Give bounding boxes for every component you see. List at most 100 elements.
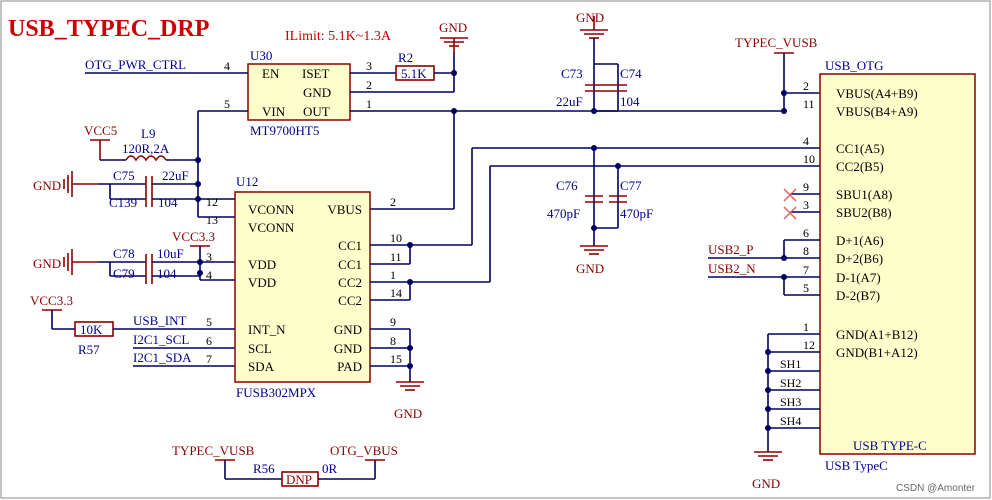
net-i2c1-sda: I2C1_SDA: [133, 350, 192, 365]
svg-text:GND: GND: [439, 20, 467, 35]
svg-text:GND: GND: [576, 10, 604, 25]
c75-ref: C75: [113, 168, 135, 183]
no-connect-sbu: [783, 188, 797, 220]
u12-pin-number: 15: [390, 352, 402, 366]
usb-otg-ref: USB_OTG: [825, 58, 884, 73]
svg-text:GND: GND: [33, 178, 61, 193]
u12-pin-number: 1: [390, 268, 396, 282]
u12-pin-label: VCONN: [248, 202, 295, 217]
usb-shield-pin: SH4: [780, 414, 801, 428]
sheet-title: USB_TYPEC_DRP: [8, 16, 209, 42]
usb-pin-number: 4: [803, 134, 809, 148]
u12-pin-number: 6: [206, 334, 212, 348]
usb-shield-pin: SH3: [780, 395, 801, 409]
u12-typec-controller: U12 FUSB302MPX VCONN12VCONN13VDD3VDD4INT…: [206, 174, 402, 400]
net-i2c1-scl: I2C1_SCL: [133, 332, 189, 347]
u12-pin-number: 4: [206, 268, 212, 282]
u12-pin-number: 2: [390, 195, 396, 209]
r57-value: 10K: [80, 322, 103, 337]
l9-value: 120R,2A: [122, 141, 170, 156]
gnd-symbol-c76: GND: [576, 245, 608, 276]
c78-ref: C78: [113, 246, 135, 261]
usb-pin-number: 9: [803, 180, 809, 194]
usb-pin-number: 1: [803, 320, 809, 334]
c77-ref: C77: [620, 178, 642, 193]
u12-pin-label: VDD: [248, 257, 276, 272]
vcc33-supply-vdd: VCC3.3: [172, 229, 215, 247]
usb-pin-number: 10: [803, 152, 815, 166]
svg-text:VCC3.3: VCC3.3: [30, 293, 73, 308]
r2-value: 5.1K: [401, 66, 427, 81]
usb-pin-label: SBU1(A8): [836, 187, 892, 202]
u30-pin-en: EN: [262, 66, 280, 81]
c77-value: 470pF: [620, 206, 653, 221]
u12-pin-label: VDD: [248, 275, 276, 290]
u12-pin-number: 11: [390, 250, 402, 264]
net-usb2-p: USB2_P: [708, 242, 754, 257]
u30-pin-vin: VIN: [262, 104, 286, 119]
r56-ref: R56: [253, 461, 275, 476]
usb-pin-number: 2: [803, 79, 809, 93]
c79-ref: C79: [113, 266, 135, 281]
u12-pin-label: GND: [334, 341, 362, 356]
u30-num-vin: 5: [224, 97, 230, 111]
u12-pin-label: SCL: [248, 341, 272, 356]
u12-pin-number: 8: [390, 334, 396, 348]
c73-ref: C73: [561, 66, 583, 81]
usb-pin-label: D-1(A7): [836, 270, 881, 285]
c78-value: 10uF: [157, 246, 184, 261]
usb-shield-pin: SH2: [780, 376, 801, 390]
u12-pin-number: 10: [390, 231, 402, 245]
l9-inductor: [125, 155, 167, 162]
svg-text:GND: GND: [394, 406, 422, 421]
c79-value: 104: [157, 266, 177, 281]
usb-pin-label: GND(A1+B12): [836, 327, 918, 342]
r56-dnp: DNP: [286, 472, 312, 487]
usb-pin-label: D+2(B6): [836, 251, 883, 266]
u30-num-iset: 3: [366, 59, 372, 73]
typec-vusb-supply: TYPEC_VUSB: [735, 35, 818, 54]
u12-part: FUSB302MPX: [236, 385, 317, 400]
u12-pin-label: CC2: [338, 275, 362, 290]
svg-text:TYPEC_VUSB: TYPEC_VUSB: [172, 443, 255, 458]
svg-text:OTG_VBUS: OTG_VBUS: [330, 443, 398, 458]
u12-pin-label: GND: [334, 322, 362, 337]
u12-pin-label: VCONN: [248, 220, 295, 235]
c139-value: 104: [158, 195, 178, 210]
gnd-symbol-r2: GND: [439, 20, 468, 52]
c74-ref: C74: [620, 66, 642, 81]
u30-pin-gnd: GND: [303, 85, 331, 100]
svg-text:GND: GND: [33, 256, 61, 271]
u30-num-en: 4: [224, 59, 230, 73]
r56-value: 0R: [322, 461, 338, 476]
watermark: CSDN @Amonter: [896, 483, 976, 494]
r2-ref: R2: [398, 50, 413, 65]
svg-text:GND: GND: [752, 476, 780, 491]
u12-pin-number: 7: [206, 352, 212, 366]
l9-ref: L9: [141, 126, 155, 141]
u30-pin-iset: ISET: [302, 66, 330, 81]
usb-pin-label: VBUS(A4+B9): [836, 86, 918, 101]
u12-pin-number: 9: [390, 315, 396, 329]
gnd-symbol-c73: GND: [576, 10, 608, 39]
u12-ref: U12: [236, 174, 258, 189]
u12-pin-number: 13: [206, 213, 218, 227]
usb-pin-number: 5: [803, 281, 809, 295]
usb-pin-label: CC1(A5): [836, 141, 884, 156]
u12-pin-label: SDA: [248, 359, 275, 374]
usb-pin-number: 12: [803, 338, 815, 352]
usb-otg-part: USB TYPE-C: [853, 438, 927, 453]
usb-pin-number: 8: [803, 244, 809, 258]
gnd-symbol-c75: GND: [33, 171, 98, 197]
u12-pin-label: CC2: [338, 293, 362, 308]
u12-pin-label: VBUS: [327, 202, 362, 217]
usb-pin-label: GND(B1+A12): [836, 345, 918, 360]
usb-shield-pin: SH1: [780, 357, 801, 371]
c76-ref: C76: [556, 178, 578, 193]
u12-body: [234, 191, 371, 383]
usb-pin-number: 7: [803, 263, 809, 277]
c73-value: 22uF: [556, 94, 583, 109]
